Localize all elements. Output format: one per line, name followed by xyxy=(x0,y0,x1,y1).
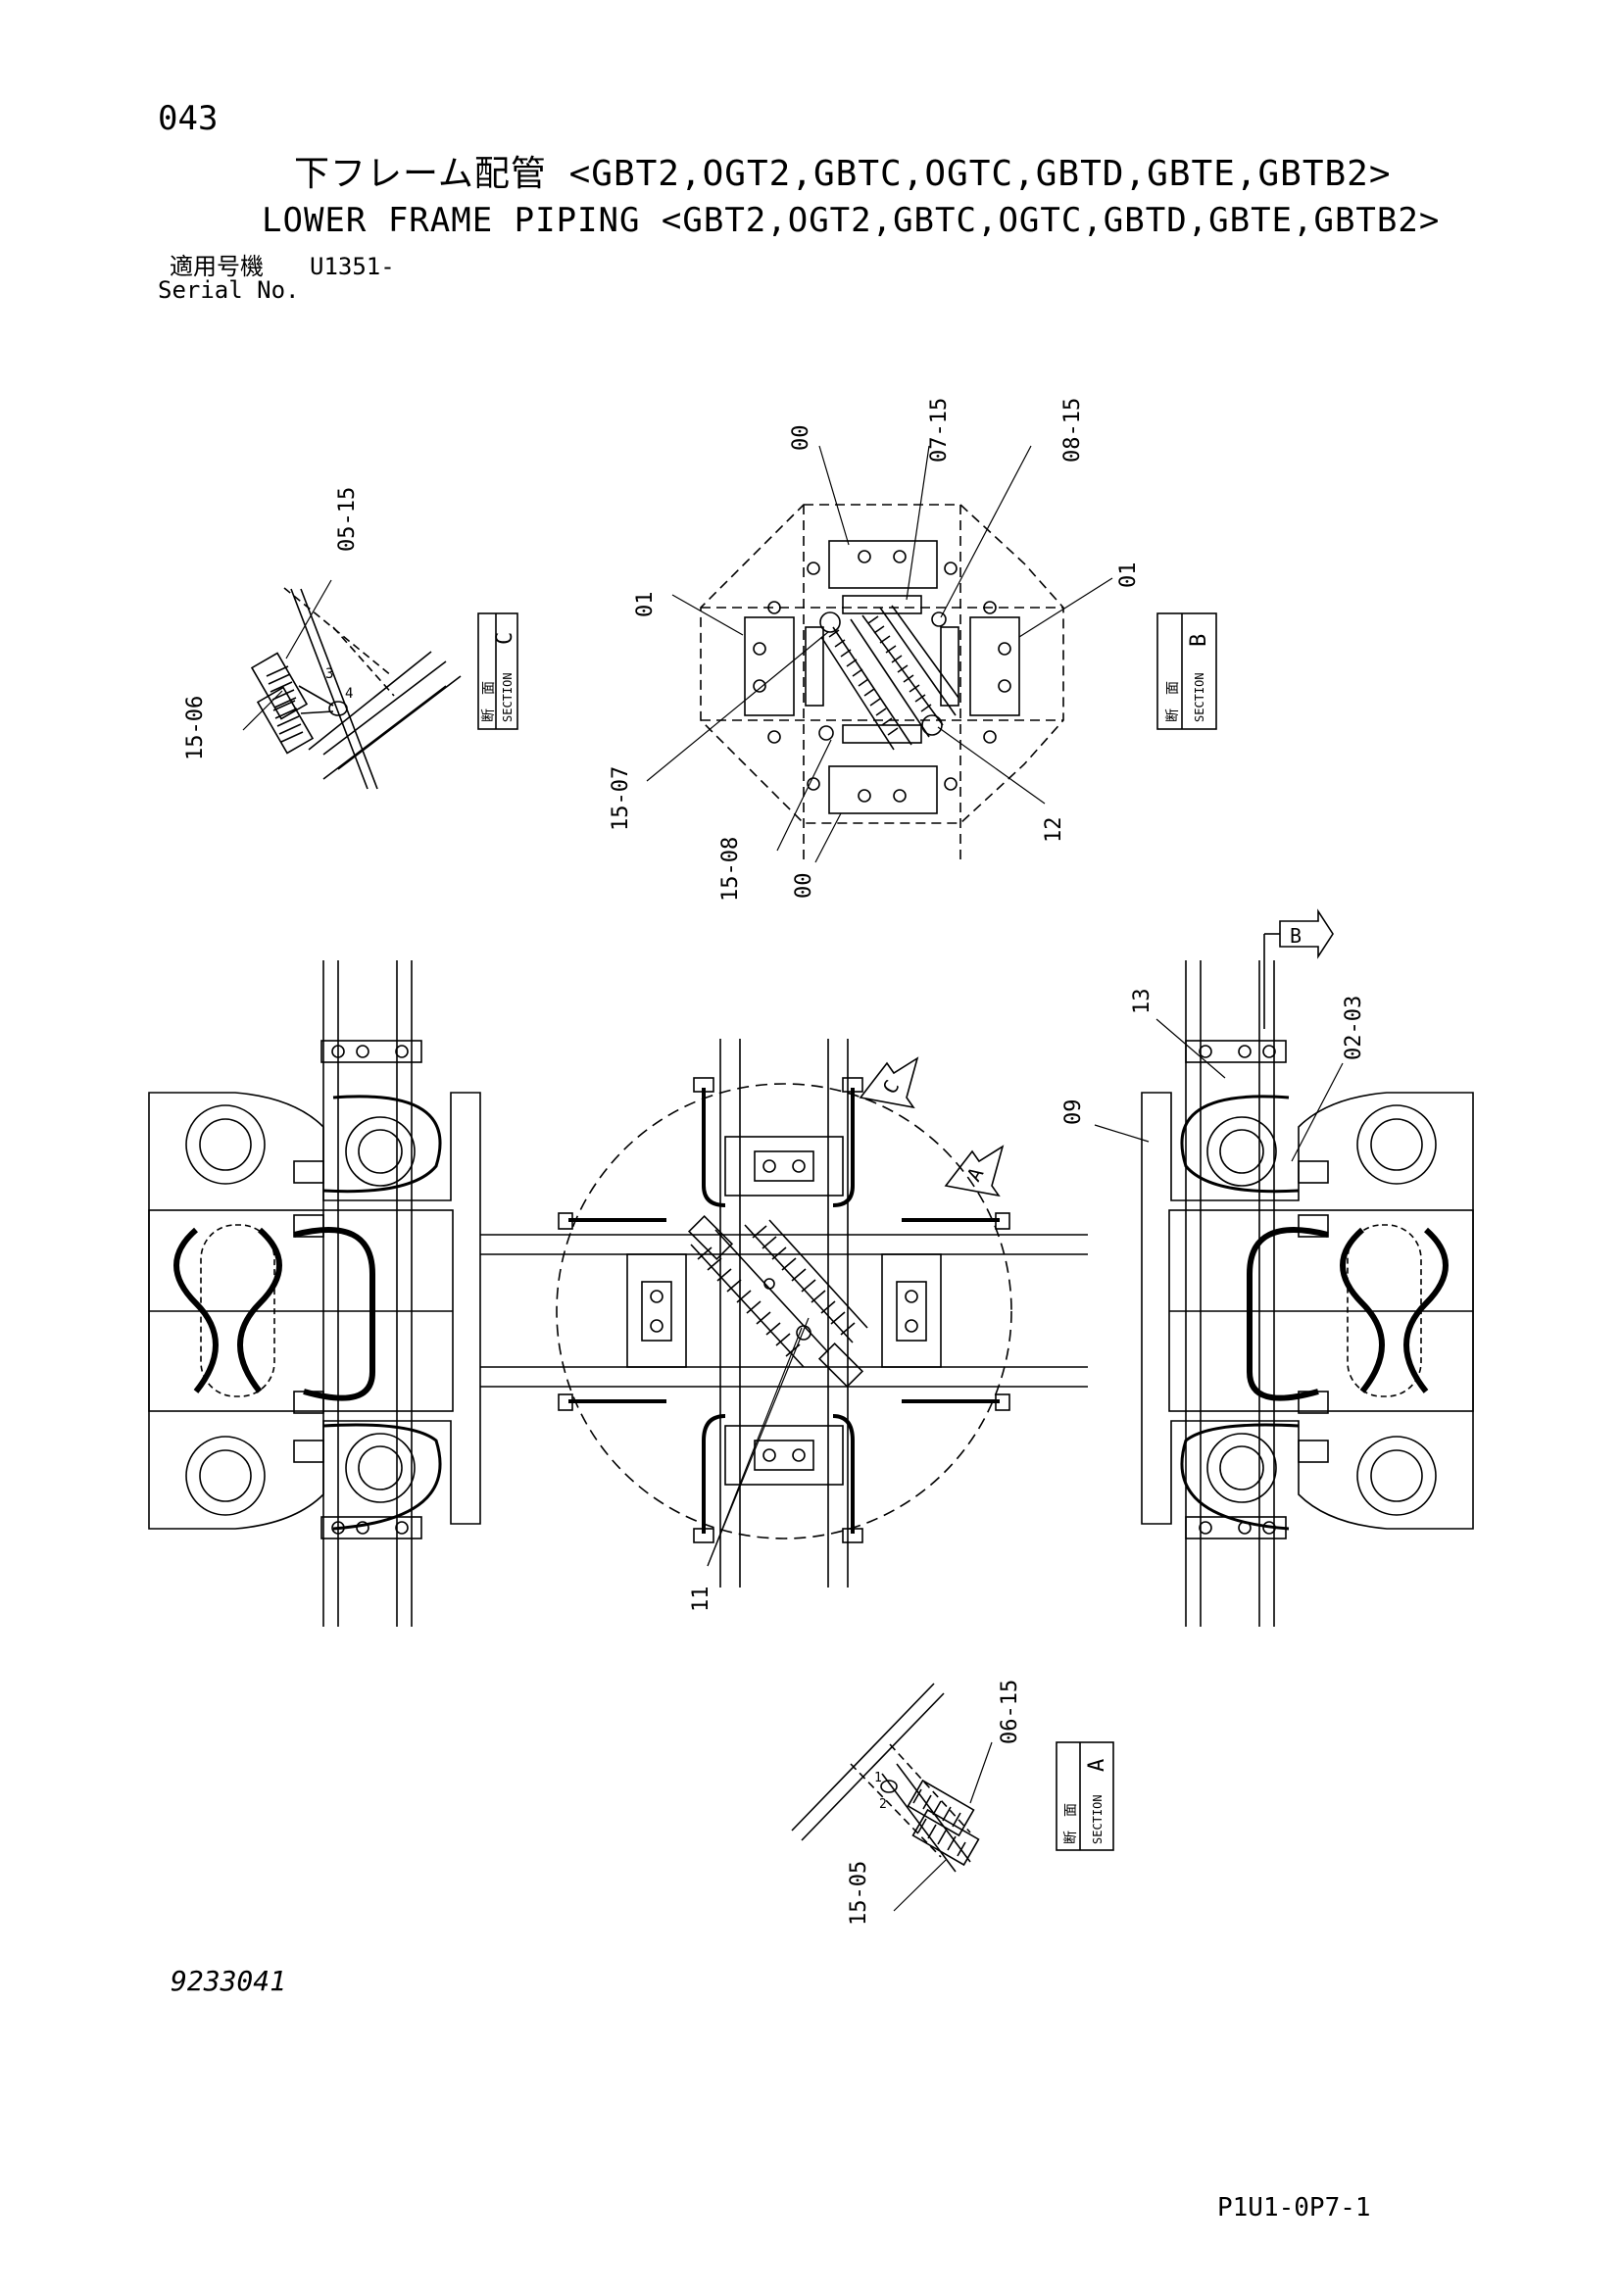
callout-top-15-07: 15-07 xyxy=(609,766,633,831)
left-side-frame xyxy=(148,960,481,1627)
svg-text:C: C xyxy=(493,632,517,645)
top-view-assembly xyxy=(646,445,1113,863)
svg-text:B: B xyxy=(1187,634,1211,647)
svg-text:断 面: 断 面 xyxy=(481,681,497,722)
svg-text:A: A xyxy=(962,1163,989,1185)
section-c-detail xyxy=(242,579,462,790)
callout-main-11: 11 xyxy=(689,1587,713,1613)
page-title-japanese: 下フレーム配管 <GBT2,OGT2,GBTC,OGTC,GBTD,GBTE,G… xyxy=(294,154,1392,194)
svg-text:SECTION: SECTION xyxy=(1193,672,1206,722)
section-c-label: 断 面 SECTION C xyxy=(477,612,518,730)
section-a-label: 断 面 SECTION A xyxy=(1056,1741,1114,1851)
callout-main-02-03: 02-03 xyxy=(1342,996,1366,1060)
callout-a-06-15: 06-15 xyxy=(998,1680,1022,1744)
view-arrow-a: A xyxy=(944,1145,1005,1197)
callout-top-08-15: 08-15 xyxy=(1060,398,1085,463)
callout-c-15-06: 15-06 xyxy=(183,696,208,760)
right-side-frame xyxy=(1094,960,1474,1627)
page-number: 043 xyxy=(158,99,219,138)
callout-c-05-15: 05-15 xyxy=(335,487,360,552)
view-arrow-b: B xyxy=(1263,908,1334,1029)
serial-label-japanese: 適用号機 xyxy=(170,253,264,280)
callout-top-01-right: 01 xyxy=(1116,562,1141,589)
callout-a-item-2: 2 xyxy=(879,1797,887,1812)
svg-text:断 面: 断 面 xyxy=(1063,1803,1079,1844)
callout-top-07-15: 07-15 xyxy=(927,398,952,463)
callout-a-15-05: 15-05 xyxy=(847,1861,871,1926)
callout-c-item-4: 4 xyxy=(345,686,353,702)
svg-text:C: C xyxy=(878,1076,905,1098)
serial-label-english: Serial No. xyxy=(158,276,300,304)
center-swivel-assembly xyxy=(480,1039,1088,1588)
callout-top-15-08: 15-08 xyxy=(718,837,743,902)
svg-text:SECTION: SECTION xyxy=(1091,1794,1105,1844)
drawing-number: 9233041 xyxy=(171,1965,287,1997)
callout-a-item-1: 1 xyxy=(874,1771,882,1785)
serial-number-value: U1351- xyxy=(310,253,395,280)
callout-top-00: 00 xyxy=(789,425,813,452)
section-a-detail xyxy=(791,1683,993,1912)
page-title-english: LOWER FRAME PIPING <GBT2,OGT2,GBTC,OGTC,… xyxy=(262,201,1441,240)
svg-text:SECTION: SECTION xyxy=(501,672,515,722)
section-b-label: 断 面 SECTION B xyxy=(1156,612,1217,730)
svg-text:A: A xyxy=(1085,1759,1109,1772)
callout-main-13: 13 xyxy=(1130,989,1155,1015)
page-code: P1U1-0P7-1 xyxy=(1217,2193,1371,2223)
svg-text:B: B xyxy=(1290,924,1302,948)
callout-c-item-3: 3 xyxy=(325,666,333,682)
callout-main-09: 09 xyxy=(1061,1099,1086,1126)
callout-top-12: 12 xyxy=(1042,817,1066,844)
svg-text:断 面: 断 面 xyxy=(1165,681,1181,722)
callout-top-01-left: 01 xyxy=(633,592,658,618)
callout-top-00-bottom: 00 xyxy=(792,873,816,900)
